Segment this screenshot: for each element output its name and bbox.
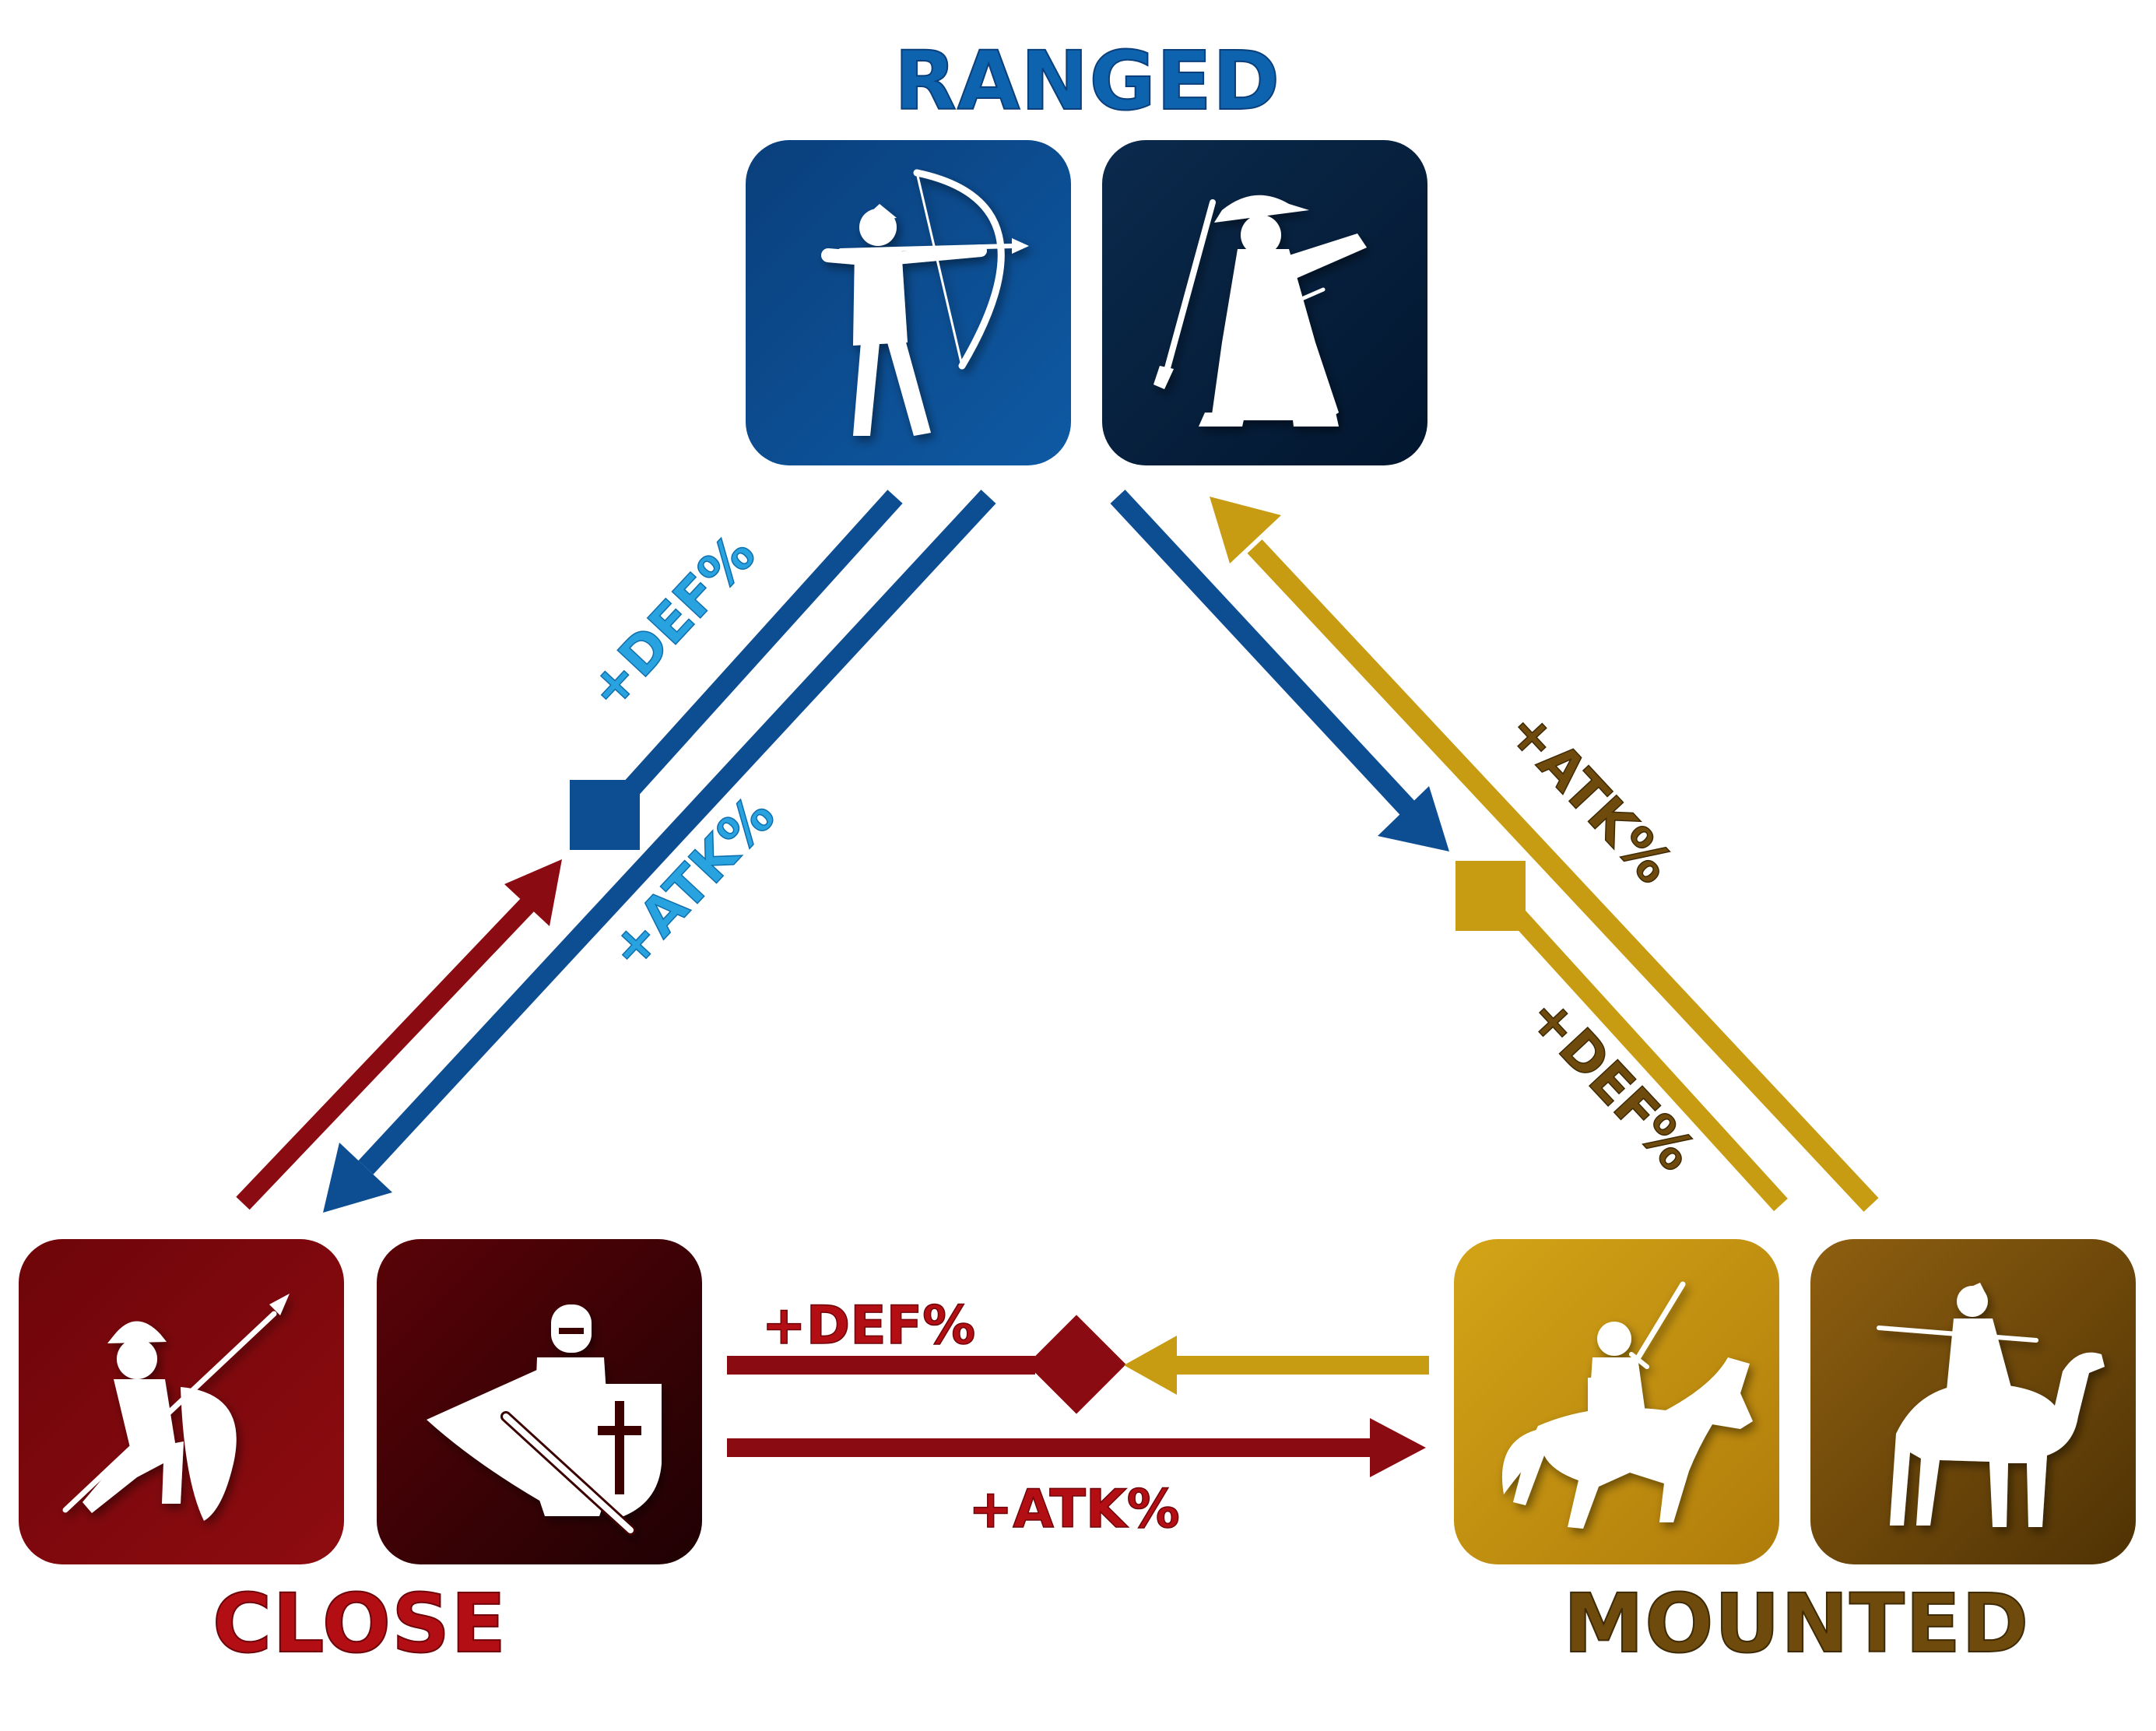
close-title: CLOSE [212,1576,507,1671]
mounted-title: MOUNTED [1564,1576,2030,1671]
close-to-mounted-def-connector [727,1315,1126,1414]
archer-tile [746,140,1071,465]
close-group [19,1239,702,1564]
close-to-ranged-arrow [236,859,562,1210]
ranged-to-close-atk-arrow [323,490,996,1213]
archer-icon [821,169,1029,436]
crusader-icon [427,1304,662,1536]
spearman-icon [62,1294,290,1521]
ranged-def-marker [570,780,640,850]
mounted-to-close-arrow [1124,1336,1429,1395]
knight-rider-icon [1501,1281,1753,1529]
musketeer-icon [1153,195,1367,427]
ranged-title: RANGED [894,33,1280,128]
ranged-group [746,140,1427,465]
close-def-marker [1027,1315,1126,1414]
camel-rider-icon [1877,1283,2105,1527]
mounted-to-ranged-def-connector [1455,861,1788,1212]
ranged-to-mounted-arrow [1110,490,1449,851]
mounted-def-marker [1455,861,1526,931]
mounted-to-ranged-atk-arrow [1210,497,1879,1212]
close-mounted-def-label: +DEF% [762,1295,975,1357]
ranged-to-close-def-connector [570,490,903,850]
ranged-close-def-label: +DEF% [577,523,767,722]
mounted-group [1454,1239,2136,1564]
close-mounted-atk-label: +ATK% [968,1479,1180,1540]
close-to-mounted-atk-arrow [727,1418,1426,1477]
